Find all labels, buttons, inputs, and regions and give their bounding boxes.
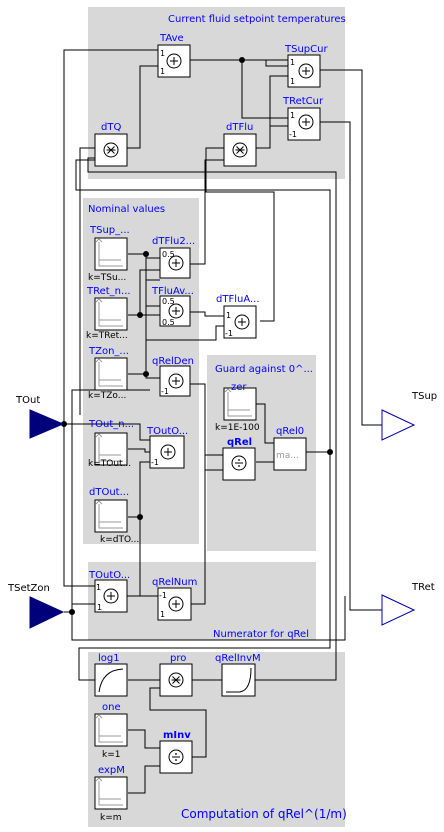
minv-divide-block[interactable]: mInv [159, 730, 193, 774]
zer-constant[interactable]: zer k=1E-100 [215, 382, 260, 433]
tret-output-connector[interactable]: TRet [381, 582, 435, 626]
panel-guard-title: Guard against 0^... [215, 364, 313, 375]
dtout-const-label: dTOut... [89, 487, 129, 498]
qrel-divide-block[interactable]: qRel [222, 437, 256, 481]
dtq-label: dTQ [101, 122, 121, 133]
dtflu-label: dTFlu [226, 122, 253, 133]
dtflu2-label: dTFlu2... [152, 236, 195, 247]
tret-nominal-constant[interactable]: TRet_n... k=TRet... [86, 286, 131, 341]
svg-text:-1: -1 [289, 130, 297, 139]
tout-input-label: TOut [15, 395, 40, 406]
tsup-nominal-constant[interactable]: TSup_... k=TSu... [88, 225, 130, 283]
touto-upper-block[interactable]: TOutO... -1 [146, 426, 188, 469]
qrelden-block[interactable]: qRelDen -1 [152, 356, 194, 397]
pro-block[interactable]: pro [159, 653, 193, 697]
dtout-nominal-constant[interactable]: dTOut... k=dTO... [89, 487, 139, 545]
touto-upper-label: TOutO... [146, 426, 188, 437]
wires [63, 49, 382, 794]
tave-label: TAve [159, 33, 184, 44]
svg-text:0.5: 0.5 [162, 318, 175, 327]
tfluav-label: TFluAv... [151, 286, 194, 297]
svg-text:-1: -1 [161, 387, 169, 396]
svg-text:1: 1 [96, 583, 101, 592]
qrelinvm-block[interactable]: qRelInvM [215, 653, 261, 697]
one-label: one [102, 702, 121, 713]
tretcur-label: TRetCur [282, 96, 324, 107]
tret-output-label: TRet [411, 582, 435, 593]
panel-computation [88, 652, 345, 827]
dtflua-block[interactable]: dTFluA... 1 -1 [216, 294, 260, 339]
minv-label: mInv [163, 730, 191, 741]
dtq-block[interactable]: dTQ [94, 122, 128, 167]
tsupcur-label: TSupCur [284, 44, 328, 55]
tretcur-block[interactable]: TRetCur 1 -1 [282, 96, 324, 141]
qrel-label: qRel [227, 437, 252, 448]
tsup-const-label: TSup_... [89, 225, 130, 236]
panel-current-setpoints-title: Current fluid setpoint temperatures [168, 14, 346, 25]
tzon-const-k: k=TZo... [88, 391, 126, 401]
dtout-const-k: k=dTO... [100, 535, 139, 545]
qrel0-max-block[interactable]: ma... qRel0 [273, 426, 307, 471]
tsup-output-label: TSup [411, 391, 437, 402]
tave-block[interactable]: TAve 1 1 [157, 33, 191, 78]
tout-const-k: k=TOut... [88, 459, 131, 469]
qrel0-label: qRel0 [276, 426, 304, 437]
junctions [61, 57, 333, 615]
svg-text:1: 1 [97, 603, 102, 612]
tsetzon-input-connector[interactable]: TSetZon [7, 583, 65, 629]
tzon-const-label: TZon_... [88, 346, 129, 357]
qrelden-label: qRelDen [152, 356, 194, 367]
expm-constant[interactable]: expM k=m [94, 765, 128, 823]
qrelnum-label: qRelNum [152, 577, 197, 588]
tret-const-label: TRet_n... [86, 286, 131, 297]
svg-text:0.5: 0.5 [162, 297, 175, 306]
expm-k: k=m [100, 813, 122, 823]
tsup-const-k: k=TSu... [88, 273, 126, 283]
panel-current-setpoints [88, 7, 345, 179]
svg-text:1: 1 [290, 77, 295, 86]
qrelnum-block[interactable]: qRelNum -1 1 [152, 577, 197, 621]
log1-label: log1 [98, 653, 120, 664]
panel-nominal-values-title: Nominal values [88, 204, 165, 215]
tfluav-block[interactable]: TFluAv... 0.5 0.5 [151, 286, 194, 327]
tsup-output-connector[interactable]: TSup [381, 391, 437, 441]
zer-k: k=1E-100 [215, 423, 260, 433]
qrel0-max-text: ma... [276, 451, 299, 461]
qrelinvm-label: qRelInvM [215, 653, 261, 664]
touto-lower-block[interactable]: TOutO... 1 1 [88, 570, 130, 613]
pro-label: pro [170, 653, 186, 664]
log1-block[interactable]: log1 [94, 653, 128, 697]
tout-nominal-constant[interactable]: TOut_n... k=TOut... [88, 419, 134, 469]
svg-text:1: 1 [290, 111, 295, 120]
svg-text:1: 1 [160, 49, 165, 58]
svg-text:-1: -1 [159, 591, 167, 600]
zer-label: zer [231, 382, 247, 393]
panel-computation-title: Computation of qRel^(1/m) [181, 807, 347, 821]
svg-text:-1: -1 [151, 458, 159, 467]
dtflua-label: dTFluA... [216, 294, 260, 305]
tout-input-connector[interactable]: TOut [15, 395, 65, 439]
tzon-nominal-constant[interactable]: TZon_... k=TZo... [88, 346, 129, 401]
svg-text:1: 1 [290, 58, 295, 67]
one-constant[interactable]: one k=1 [94, 702, 128, 760]
tsetzon-input-label: TSetZon [7, 583, 50, 594]
expm-label: expM [98, 765, 125, 776]
tret-const-k: k=TRet... [86, 331, 128, 341]
one-k: k=1 [102, 750, 120, 760]
tout-const-label: TOut_n... [88, 419, 134, 430]
svg-text:1: 1 [160, 610, 165, 619]
panel-numerator-title: Numerator for qRel [213, 629, 309, 640]
svg-text:1: 1 [160, 67, 165, 76]
svg-text:-1: -1 [225, 329, 233, 338]
svg-text:0.5: 0.5 [162, 250, 175, 259]
touto-lower-label: TOutO... [88, 570, 130, 581]
dtflu2-block[interactable]: dTFlu2... 0.5 [152, 236, 195, 279]
svg-text:1: 1 [226, 311, 231, 320]
tsupcur-block[interactable]: TSupCur 1 1 [284, 44, 328, 88]
dtflu-block[interactable]: dTFlu [223, 122, 257, 167]
